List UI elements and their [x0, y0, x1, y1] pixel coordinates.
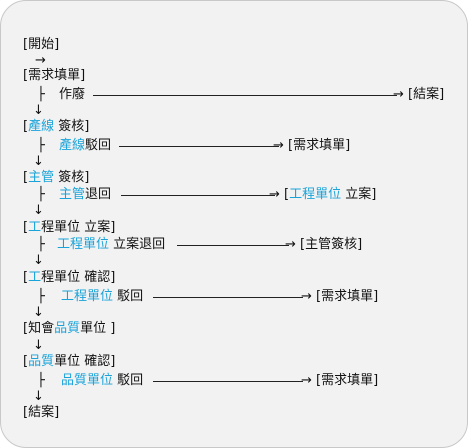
connector-line [93, 95, 397, 96]
flow-arrow-down: ↓ [33, 389, 44, 404]
action-manager-return: 主管退回 [59, 187, 112, 202]
target-manager-signoff: → [主管簽核] [285, 237, 363, 252]
branch-connector: ├ [37, 187, 45, 202]
end-node: [結案] [23, 405, 60, 420]
flow-arrow-right: → [35, 53, 46, 68]
manager-signoff-node: [主管 簽核] [23, 170, 90, 185]
request-form-node: [需求填單] [23, 68, 86, 83]
flow-arrow-down: ↓ [33, 203, 44, 218]
action-quality-reject: 品質單位 駁回 [61, 373, 144, 388]
target-request-form: → [需求填單] [301, 373, 379, 388]
action-engineering-return: 工程單位 立案退回 [57, 237, 166, 252]
branch-connector: ├ [37, 138, 45, 153]
quality-confirm-node: [品質單位 確認] [23, 354, 116, 369]
connector-line [121, 195, 275, 196]
flow-arrow-down: ↓ [33, 154, 44, 169]
connector-line [153, 381, 303, 382]
engineering-filing-node: [工程單位 立案] [23, 220, 116, 235]
branch-connector: ├ [37, 373, 45, 388]
action-engineering-reject: 工程單位 駁回 [61, 289, 144, 304]
connector-line [177, 245, 289, 246]
action-void: 作廢 [59, 87, 86, 102]
engineering-confirm-node: [工程單位 確認] [23, 270, 116, 285]
target-request-form: → [需求填單] [301, 289, 379, 304]
notify-quality-node: [知會品質單位 ] [23, 321, 116, 336]
branch-connector: ├ [37, 237, 45, 252]
target-engineering-filing: → [工程單位 立案] [269, 187, 377, 202]
flow-arrow-down: ↓ [33, 103, 44, 118]
flow-arrow-down: ↓ [33, 305, 44, 320]
production-signoff-node: [產線 簽核] [23, 119, 90, 134]
branch-connector: ├ [37, 289, 45, 304]
target-close: → [結案] [393, 87, 445, 102]
target-request-form: → [需求填單] [273, 138, 351, 153]
start-node: [開始] [23, 37, 60, 52]
flow-arrow-down: ↓ [33, 253, 44, 268]
action-production-reject: 產線駁回 [59, 138, 112, 153]
connector-line [119, 146, 279, 147]
flow-arrow-down: ↓ [33, 338, 44, 353]
branch-connector: ├ [37, 87, 45, 102]
connector-line [153, 297, 303, 298]
